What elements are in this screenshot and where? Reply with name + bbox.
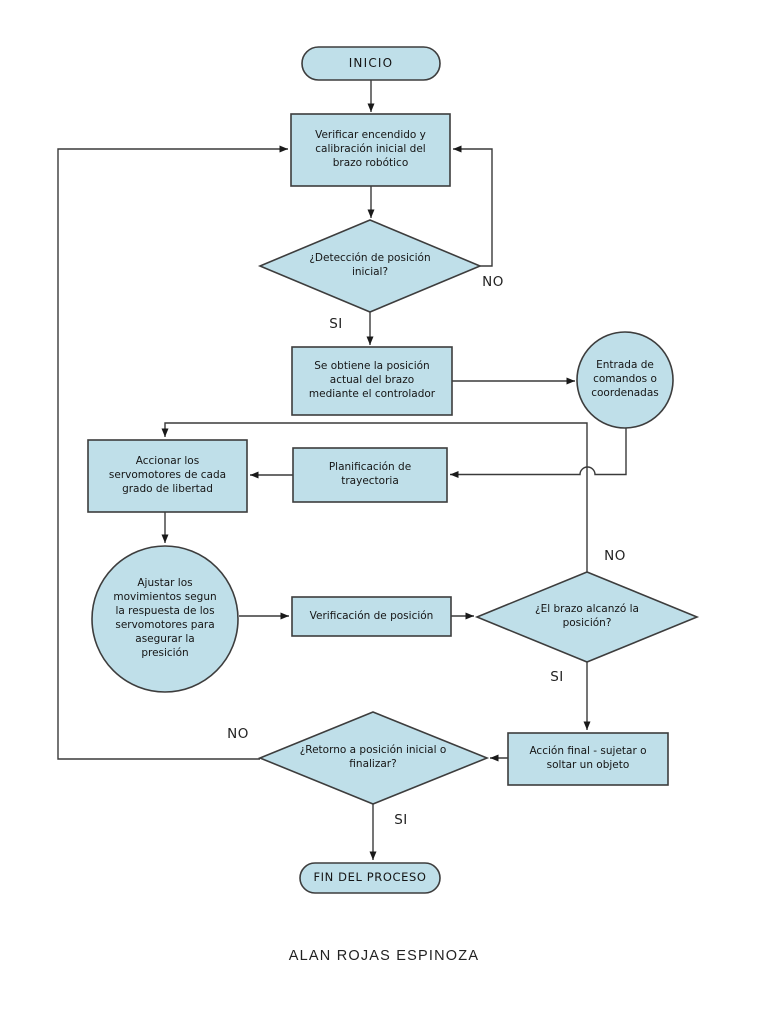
process-verificacion-shape	[291, 596, 452, 637]
node-brazo-alcanzo: ¿El brazo alcanzó la posición?	[535, 603, 639, 629]
terminal-inicio-shape	[301, 46, 441, 81]
node-accion-final: Acción final - sujetar o soltar un objet…	[529, 745, 647, 771]
node-verificacion-posicion: Verificación de posición	[309, 609, 434, 622]
branch-label-retorno-si: SI	[394, 812, 408, 828]
node-accionar-servomotores: Accionar los servomotores de cada grado …	[108, 455, 227, 495]
terminal-fin-shape	[299, 862, 441, 894]
branch-label-retorno-no: NO	[227, 726, 249, 742]
node-verificar-encendido: Verificar encendido y calibración inicia…	[315, 129, 426, 169]
branch-label-alcanzo-si: SI	[550, 669, 564, 685]
process-accion-final-shape	[507, 732, 669, 786]
edge-deteccion-no-to-verificar	[453, 145, 493, 267]
edge-retorno-no-to-verificar	[57, 145, 288, 760]
edge-entrada-to-planificacion	[450, 428, 627, 478]
node-inicio: INICIO	[348, 55, 394, 70]
branch-label-alcanzo-no: NO	[604, 548, 626, 564]
node-retorno-posicion: ¿Retorno a posición inicial o finalizar?	[299, 744, 447, 770]
process-verificar-shape	[290, 113, 451, 187]
process-accionar-shape	[87, 439, 248, 513]
edge-alcanzo-no-to-accionar	[161, 422, 588, 572]
branch-label-deteccion-no: NO	[482, 274, 504, 290]
decision-deteccion-shape	[257, 219, 483, 313]
decision-alcanzo-shape	[474, 571, 700, 663]
process-planificacion-shape	[292, 447, 448, 503]
node-deteccion-posicion: ¿Detección de posición inicial?	[309, 252, 431, 278]
author-credit: ALAN ROJAS ESPINOZA	[288, 948, 480, 964]
decision-retorno-shape	[257, 711, 490, 805]
node-obtiene-posicion: Se obtiene la posición actual del brazo …	[308, 360, 436, 400]
node-fin-proceso: FIN DEL PROCESO	[313, 870, 427, 885]
node-planificacion-trayectoria: Planificación de trayectoria	[328, 461, 412, 487]
branch-label-deteccion-si: SI	[329, 316, 343, 332]
circle-entrada-shape	[576, 331, 674, 429]
node-entrada-comandos: Entrada de comandos o coordenadas	[591, 359, 659, 399]
node-ajustar-movimientos: Ajustar los movimientos segun la respues…	[113, 577, 217, 659]
process-obtiene-shape	[291, 346, 453, 416]
circle-ajustar-shape	[91, 545, 239, 693]
